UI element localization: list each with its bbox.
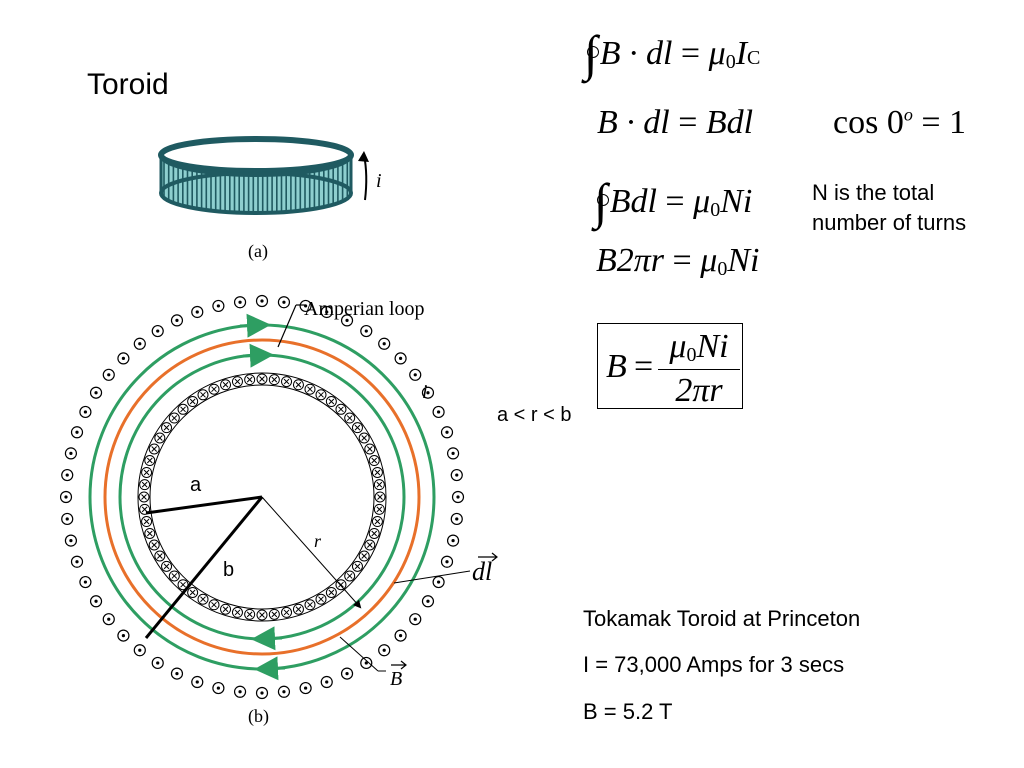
equation-integral-bdl: ∫Bdl = μ0Ni: [594, 173, 753, 229]
caption-a: (a): [248, 241, 268, 262]
radius-label-b: b: [223, 559, 234, 581]
radius-line-a: [145, 495, 263, 515]
current-label-b: i: [422, 381, 428, 403]
radius-line-b: [144, 496, 264, 639]
inner-winding-crosses: [137, 372, 387, 622]
b-field-label: B: [390, 668, 402, 690]
equation-ampere-law: ∫B · dl = μ0IC: [584, 25, 761, 81]
dl-label: dl: [472, 557, 492, 586]
amperian-loop-label: Amperian loop: [304, 298, 425, 320]
tokamak-title: Tokamak Toroid at Princeton: [583, 606, 861, 631]
final-field-formula: B = μ0Ni 2πr: [597, 323, 743, 409]
contour-integral-icon: ∫: [594, 173, 609, 229]
range-condition: a < r < b: [497, 404, 572, 426]
tokamak-field: B = 5.2 T: [583, 699, 673, 724]
toroid-figure-b: Amperian loop i r a b dl B (b): [60, 294, 498, 727]
contour-integral-icon: ∫: [584, 25, 599, 81]
turns-note: N is the total number of turns: [812, 180, 967, 235]
tokamak-current: I = 73,000 Amps for 3 secs: [583, 652, 845, 677]
current-label-a: i: [376, 170, 382, 192]
amperian-loop: [103, 338, 421, 656]
page-title: Toroid: [87, 68, 169, 101]
outer-winding-dots: [60, 294, 465, 700]
radius-label-a: a: [190, 474, 202, 496]
equation-cos: cos 0o = 1: [833, 104, 967, 141]
equation-b2pir: B2πr = μ0Ni: [596, 242, 760, 280]
radius-label-r: r: [314, 531, 322, 551]
caption-b: (b): [248, 706, 269, 727]
toroid-figure-a: i (a): [158, 136, 382, 262]
equation-dot-product: B · dl = Bdl: [597, 104, 754, 141]
